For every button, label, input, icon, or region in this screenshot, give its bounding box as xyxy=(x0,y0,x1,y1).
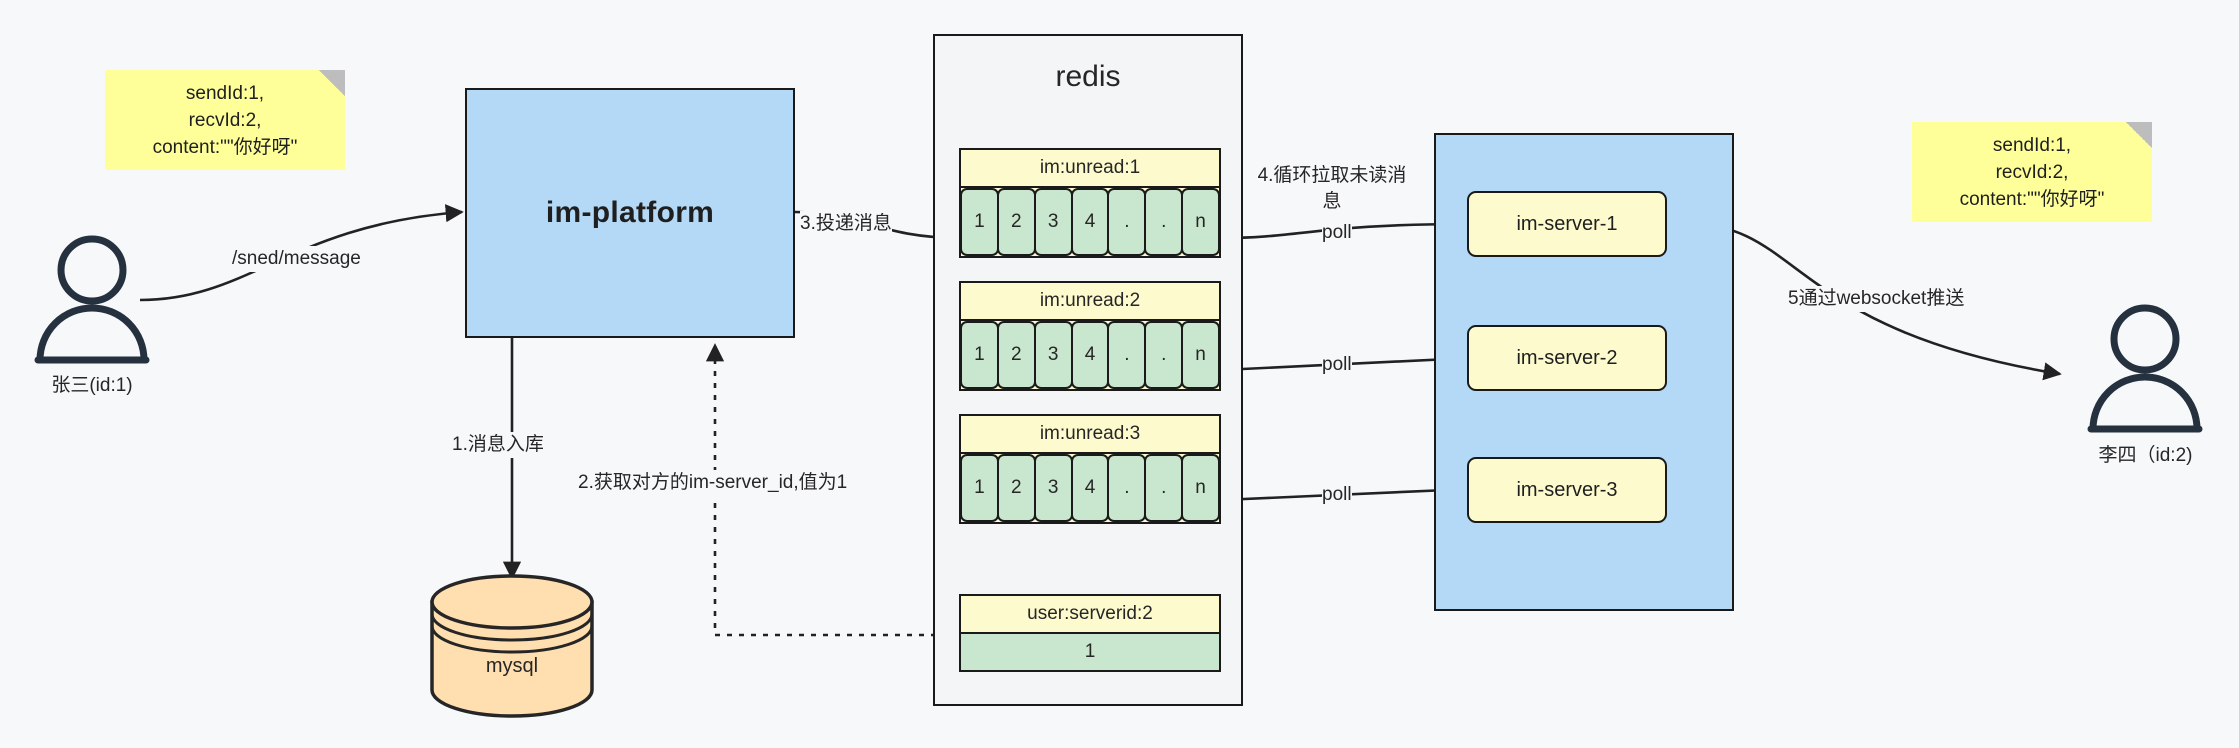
im-server-1-label: im-server-1 xyxy=(1516,212,1618,235)
edge-label-step3: 3.投递消息 xyxy=(800,211,892,237)
redis-cell: 3 xyxy=(1033,454,1073,522)
note-left-line-2: recvId:2, xyxy=(188,109,262,131)
redis-key-name: im:unread:3 xyxy=(959,414,1221,452)
edge-label-step2: 2.获取对方的im-server_id,值为1 xyxy=(578,470,848,496)
redis-cell: n xyxy=(1181,321,1221,389)
redis-cell: 3 xyxy=(1033,188,1073,256)
redis-cell: 4 xyxy=(1070,321,1110,389)
note-left-line-1: sendId:1, xyxy=(185,82,265,104)
redis-cell: 3 xyxy=(1033,321,1073,389)
im-platform-node[interactable]: im-platform xyxy=(465,88,795,338)
redis-cell: 2 xyxy=(996,454,1036,522)
redis-cell: . xyxy=(1107,188,1147,256)
redis-key-value: 1 xyxy=(959,632,1221,672)
redis-key-im-unread-1[interactable]: im:unread:1 1 2 3 4 . . n xyxy=(959,148,1221,258)
redis-key-im-unread-3[interactable]: im:unread:3 1 2 3 4 . . n xyxy=(959,414,1221,524)
redis-cell: . xyxy=(1144,188,1184,256)
redis-key-name: im:unread:1 xyxy=(959,148,1221,186)
note-fold-icon xyxy=(2126,122,2152,148)
redis-title: redis xyxy=(1055,60,1121,93)
redis-cell: 1 xyxy=(960,321,999,389)
redis-cell: . xyxy=(1144,321,1184,389)
im-server-1-node[interactable]: im-server-1 xyxy=(1467,191,1667,257)
note-left-line-3: content:""你好呀" xyxy=(152,136,298,158)
sender-user-icon xyxy=(34,235,150,364)
note-left: sendId:1, recvId:2, content:""你好呀" xyxy=(105,70,345,170)
redis-cell: 4 xyxy=(1070,454,1110,522)
redis-cell: 1 xyxy=(960,454,999,522)
edge-label-poll-3: poll xyxy=(1322,482,1352,508)
im-server-3-node[interactable]: im-server-3 xyxy=(1467,457,1667,523)
edge-label-poll-2: poll xyxy=(1322,352,1352,378)
receiver-label: 李四（id:2) xyxy=(2098,445,2193,466)
redis-cell: . xyxy=(1107,454,1147,522)
redis-key-name: im:unread:2 xyxy=(959,281,1221,319)
im-server-2-label: im-server-2 xyxy=(1516,346,1618,369)
edge-label-step1: 1.消息入库 xyxy=(452,432,544,458)
mysql-label: mysql xyxy=(485,655,539,677)
redis-cell: . xyxy=(1107,321,1147,389)
im-server-3-label: im-server-3 xyxy=(1516,478,1618,501)
redis-cell: 4 xyxy=(1070,188,1110,256)
sender-label: 张三(id:1) xyxy=(51,375,133,396)
edge-label-poll-1: poll xyxy=(1322,220,1352,246)
note-right: sendId:1, recvId:2, content:""你好呀" xyxy=(1912,122,2152,222)
redis-cell: n xyxy=(1181,188,1221,256)
redis-cell: 2 xyxy=(996,321,1036,389)
note-right-line-3: content:""你好呀" xyxy=(1959,188,2105,210)
redis-cell: . xyxy=(1144,454,1184,522)
mysql-database-icon xyxy=(430,574,594,718)
edge-label-step5: 5通过websocket推送 xyxy=(1788,286,1965,312)
redis-key-name: user:serverid:2 xyxy=(959,594,1221,632)
redis-cell: 1 xyxy=(960,188,999,256)
im-server-2-node[interactable]: im-server-2 xyxy=(1467,325,1667,391)
note-fold-icon xyxy=(319,70,345,96)
edge-label-step4: 4.循环拉取未读消息 xyxy=(1252,163,1412,215)
note-right-line-2: recvId:2, xyxy=(1995,161,2069,183)
redis-cell: n xyxy=(1181,454,1221,522)
redis-key-im-unread-2[interactable]: im:unread:2 1 2 3 4 . . n xyxy=(959,281,1221,391)
redis-key-cells: 1 2 3 4 . . n xyxy=(959,319,1221,391)
note-right-line-1: sendId:1, xyxy=(1992,134,2072,156)
im-server-group: im-server-1 im-server-2 im-server-3 xyxy=(1434,133,1734,611)
receiver-user-icon xyxy=(2087,304,2203,433)
im-platform-label: im-platform xyxy=(545,196,715,229)
redis-cell: 2 xyxy=(996,188,1036,256)
redis-panel: redis im:unread:1 1 2 3 4 . . n im:unrea… xyxy=(933,34,1243,706)
edge-label-send-message: /sned/message xyxy=(232,246,361,272)
redis-key-cells: 1 2 3 4 . . n xyxy=(959,186,1221,258)
redis-key-user-serverid-2[interactable]: user:serverid:2 1 xyxy=(959,594,1221,672)
redis-key-cells: 1 2 3 4 . . n xyxy=(959,452,1221,524)
